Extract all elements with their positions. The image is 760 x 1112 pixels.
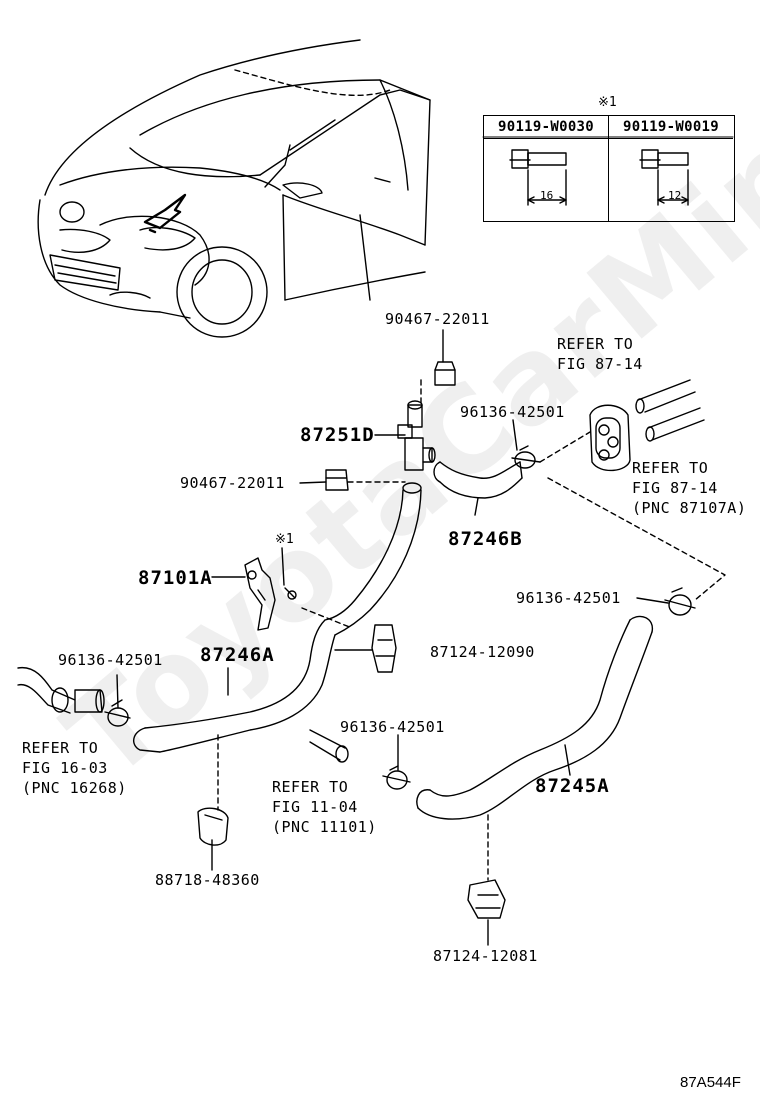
spec-col2-dim: 12 — [668, 189, 682, 202]
figure-code: 87A544F — [680, 1074, 741, 1091]
note-refer-16-03: REFER TO FIG 16-03 (PNC 16268) — [22, 739, 127, 797]
clamp-96136-c — [664, 587, 696, 616]
clamp-88718-48360 — [197, 807, 229, 846]
clip-90467-top — [434, 361, 456, 386]
bracket-87101A — [244, 557, 297, 631]
hose-87245A — [416, 615, 654, 820]
label-87251D: 87251D — [300, 424, 375, 446]
label-90467-22011-left: 90467-22011 — [180, 474, 285, 492]
clamp-87124-12090 — [371, 624, 397, 673]
connector-16-03 — [17, 666, 105, 714]
spec-divider — [608, 116, 609, 221]
assembly-lines — [217, 379, 726, 881]
pipe-11-04 — [309, 729, 349, 763]
label-96136-42501-b: 96136-42501 — [58, 651, 163, 669]
label-96136-42501-c: 96136-42501 — [516, 589, 621, 607]
valve-87251D — [397, 400, 436, 471]
leader-lines — [116, 329, 669, 946]
spec-mark: ※1 — [598, 95, 617, 110]
note-refer-87-14-a: REFER TO FIG 87-14 — [557, 335, 643, 373]
bolt-drawing-left — [509, 149, 567, 206]
spec-col2-part: 90119-W0019 — [609, 116, 733, 139]
spec-col1-dim: 16 — [540, 189, 554, 202]
label-87124-12081: 87124-12081 — [433, 947, 538, 965]
spec-table: 90119-W0030 90119-W0019 — [483, 115, 735, 222]
label-87246A: 87246A — [200, 644, 275, 666]
label-87245A: 87245A — [535, 775, 610, 797]
note-refer-87-14-b: REFER TO FIG 87-14 (PNC 87107A) — [632, 459, 747, 517]
note-refer-11-04: REFER TO FIG 11-04 (PNC 11101) — [272, 778, 377, 836]
label-96136-42501-a: 96136-42501 — [460, 403, 565, 421]
label-90467-22011-top: 90467-22011 — [385, 310, 490, 328]
clamp-96136-a — [511, 445, 541, 469]
heater-pipes — [635, 379, 705, 442]
hose-87246B — [433, 461, 523, 499]
label-mark1-small: ※1 — [275, 532, 294, 547]
spec-col1-part: 90119-W0030 — [484, 116, 608, 139]
grommet-87-14 — [589, 404, 631, 472]
label-87124-12090: 87124-12090 — [430, 643, 535, 661]
clamp-87124-12081 — [467, 879, 506, 919]
vehicle-illustration — [37, 39, 431, 338]
hose-87246A — [133, 482, 422, 753]
label-87246B: 87246B — [448, 528, 523, 550]
label-87101A: 87101A — [138, 567, 213, 589]
label-96136-42501-d: 96136-42501 — [340, 718, 445, 736]
label-88718-48360: 88718-48360 — [155, 871, 260, 889]
clip-90467-left — [325, 469, 349, 491]
bolt-drawing-right — [639, 149, 689, 206]
clamp-96136-d — [382, 765, 411, 790]
